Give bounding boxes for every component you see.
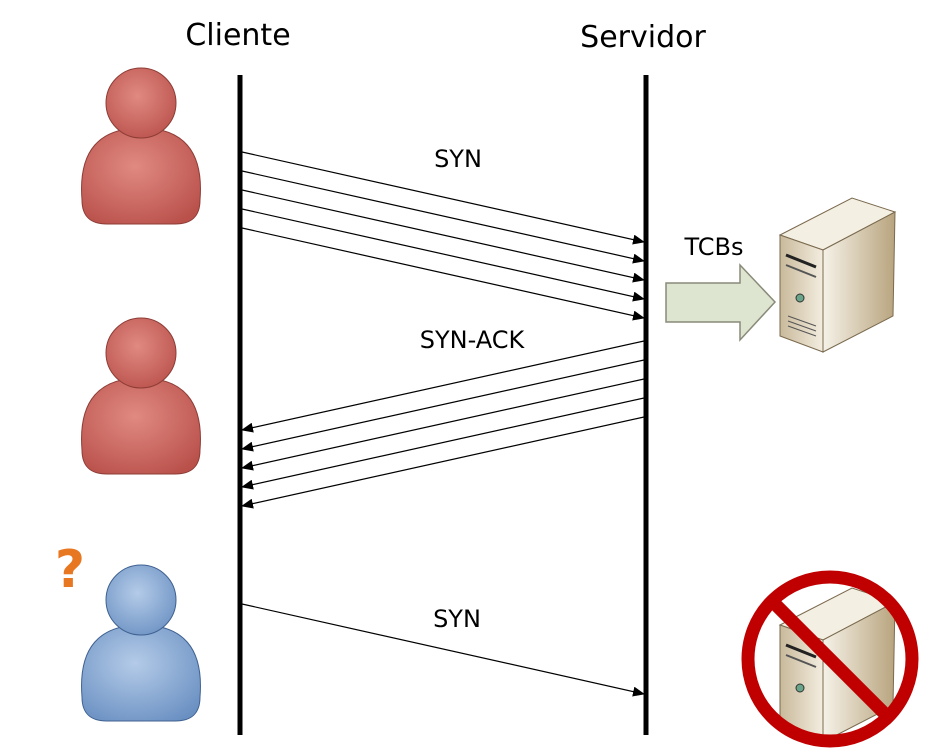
client-person-icon: [81, 564, 201, 722]
syn-arrow: [241, 170, 645, 264]
server-icon: [778, 197, 897, 353]
syn-flood-label: SYN: [434, 145, 482, 173]
syn-flood-arrows: [241, 151, 645, 321]
syn-arrow: [241, 208, 645, 302]
syn-ack-arrow: [241, 359, 645, 452]
attacker-person-icon: [81, 67, 201, 225]
deny-slash-icon: [767, 596, 893, 722]
syn-arrow: [241, 151, 645, 245]
syn-ack-arrow: [241, 378, 645, 471]
tcbs-label: TCBs: [684, 233, 744, 261]
syn-ack-label: SYN-ACK: [419, 326, 525, 354]
syn-legit-label: SYN: [433, 605, 481, 633]
attacker-person-icon: [81, 317, 201, 475]
syn-ack-arrows: [241, 340, 645, 509]
server-denied-icon: [741, 570, 919, 748]
tcb-arrow-icon: [665, 263, 777, 342]
deny-circle-icon: [741, 570, 919, 748]
syn-ack-arrow: [241, 340, 645, 433]
syn-ack-arrow: [241, 416, 645, 509]
syn-legit-arrow: [241, 603, 645, 697]
syn-arrow: [241, 227, 645, 321]
syn-arrow: [241, 189, 645, 283]
server-header: Servidor: [580, 20, 706, 55]
client-header: Cliente: [185, 18, 291, 53]
question-mark-icon: ?: [54, 540, 86, 600]
syn-ack-arrow: [241, 397, 645, 490]
